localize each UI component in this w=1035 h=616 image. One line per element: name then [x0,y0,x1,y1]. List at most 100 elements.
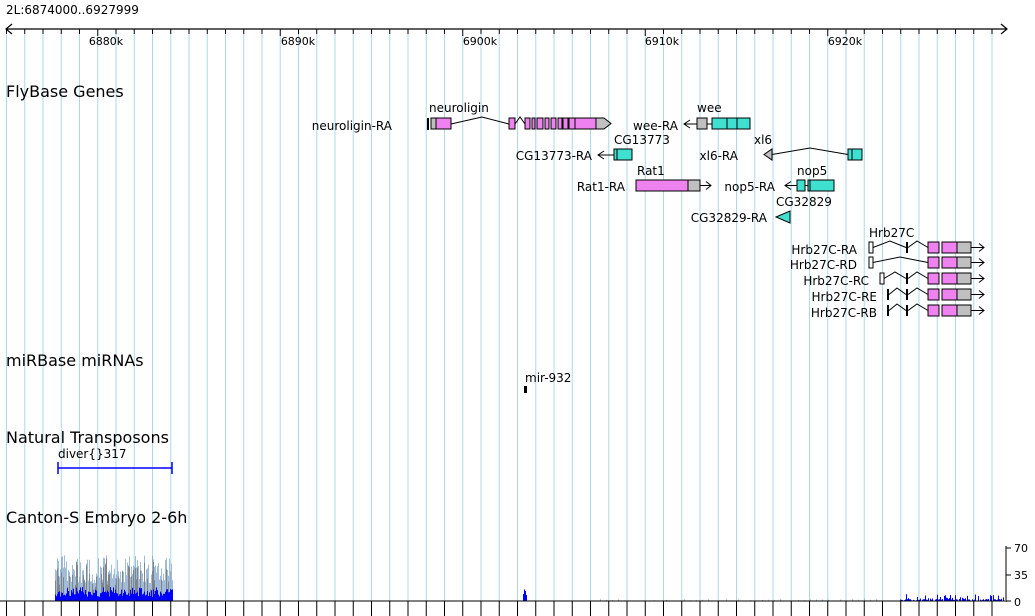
coverage-bar [158,594,159,601]
coverage-bar [959,599,960,601]
coverage-bar [906,594,907,601]
coverage-bar [137,591,138,601]
gene-feature-CG32829[interactable]: CG32829 CG32829-RA [691,195,832,225]
coverage-bar [128,566,129,601]
coverage-bar [965,598,966,601]
transcript-Hrb27C-RA[interactable]: Hrb27C-RA [791,240,985,257]
coverage-bar [130,577,131,601]
coverage-bar [944,595,945,601]
transcript-Hrb27C-RC[interactable]: Hrb27C-RC [803,271,985,288]
gene-name-label: neuroligin [429,101,489,115]
ruler-tick-label: 6890k [281,35,316,48]
strand-arrow-right-icon [978,274,985,283]
coverage-axis-label: 70 [1014,542,1028,555]
coverage-bar [86,594,87,601]
coverage-bar [762,599,763,601]
coverage-bar [158,563,159,601]
coverage-bar [109,573,110,601]
coverage-bar [147,591,148,601]
coverage-bar [153,561,154,601]
coverage-bar [997,599,998,601]
coverage-bar [125,591,126,601]
coverage-bar [901,599,902,601]
coverage-bar [154,593,155,601]
gene-name-label: xl6 [754,133,772,147]
coverage-bar [91,581,92,601]
coverage-bar [606,599,607,601]
transposon-feature-diver[interactable]: diver{}317 [57,447,173,474]
coverage-bar [85,589,86,601]
coverage-bar [153,589,154,601]
coverage-histogram[interactable] [55,555,1004,601]
gene-feature-neuroligin[interactable]: neuroligin neuroligin-RA [312,101,612,133]
coverage-bar [93,592,94,601]
coverage-bar [983,599,984,601]
coverage-bar [702,599,703,601]
transcript-Hrb27C-RE[interactable]: Hrb27C-RE [812,287,985,304]
intron-line [907,240,929,248]
coverage-bar [169,592,170,601]
coverage-bar [82,570,83,601]
gene-feature-CG13773[interactable]: CG13773 CG13773-RA [516,133,670,163]
coverage-bar [526,594,527,601]
coverage-bar [92,583,93,601]
coverage-bar [133,594,134,601]
coverage-bar [59,591,60,601]
coverage-bar [920,598,921,601]
coverage-bar [83,592,84,601]
coverage-bar [132,587,133,601]
gene-feature-Hrb27C[interactable]: Hrb27C Hrb27C-RA Hrb27C-RD Hr [790,226,985,320]
coverage-bar [102,592,103,601]
coverage-bar [798,599,799,601]
coverage-bar [144,591,145,601]
exon-arrow-left-icon [774,210,791,224]
transcript-label: nop5-RA [724,180,775,194]
coverage-bar [141,570,142,601]
coverage-bar [988,599,989,601]
coverage-bar [152,571,153,601]
coverage-bar [122,571,123,601]
coverage-bar [126,575,127,601]
coverage-bar [152,596,153,601]
mirna-feature-mir-932[interactable]: mir-932 [524,371,571,393]
coverage-bar [143,593,144,601]
coverage-bar [118,596,119,601]
coverage-bar [864,599,865,601]
coverage-bar [154,580,155,601]
ruler-tick-label: 6880k [89,35,124,48]
coverage-bar [768,599,769,601]
coverage-bar [69,595,70,601]
gene-feature-nop5[interactable]: nop5 nop5-RA [724,164,835,194]
coverage-bar [127,562,128,601]
coverage-bar [75,584,76,601]
coverage-bar [142,594,143,601]
transcript-label: Hrb27C-RE [812,290,877,304]
coverage-bar [951,599,952,601]
gene-feature-wee[interactable]: wee wee-RA [633,101,751,133]
coverage-bar [142,573,143,601]
gene-feature-xl6[interactable]: xl6 xl6-RA [700,133,863,163]
utr-block [956,256,972,269]
coverage-bar [81,591,82,601]
coverage-bar [68,590,69,601]
coverage-bar [166,569,167,601]
exon-block [711,117,751,130]
transcript-Hrb27C-RB[interactable]: Hrb27C-RB [811,303,985,320]
coverage-bar [114,568,115,601]
coverage-bar [91,594,92,601]
coverage-bar [159,596,160,601]
coverage-bar [118,576,119,601]
coverage-bar [900,599,901,601]
coverage-bar [72,574,73,601]
gene-feature-Rat1[interactable]: Rat1 Rat1-RA [577,164,712,194]
ruler[interactable]: 6880k 6890k 6900k 6910k 6920k [5,23,1008,48]
coverage-bar [100,566,101,601]
transcript-Hrb27C-RD[interactable]: Hrb27C-RD [790,256,985,272]
coverage-bar [999,599,1000,601]
coverage-bar [66,561,67,601]
coverage-bar [57,568,58,601]
coverage-bar [88,580,89,601]
coverage-bar [876,599,877,601]
coverage-bar [58,575,59,601]
